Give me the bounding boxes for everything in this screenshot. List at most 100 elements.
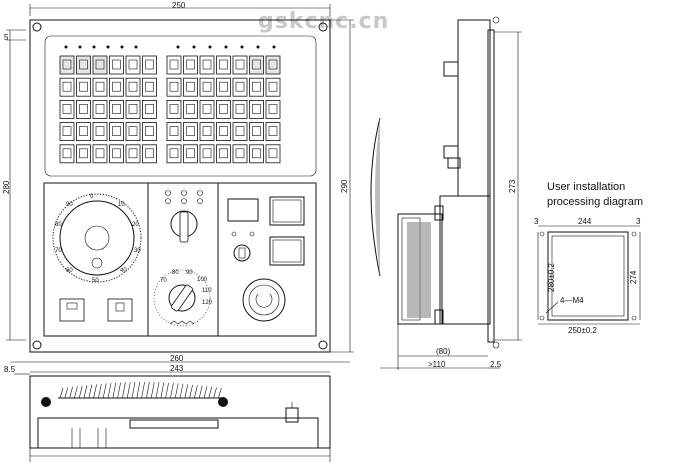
indicator-led-4 <box>165 198 171 204</box>
mount-hole-br <box>318 340 328 350</box>
key-r2-c6 <box>166 100 182 119</box>
dim-left-top: 5 <box>4 33 9 42</box>
key-r2-c9 <box>216 100 231 119</box>
handwheel-button-right <box>107 298 133 322</box>
key-icon-r1-c6 <box>169 81 179 92</box>
key-icon-r4-c5 <box>145 148 154 159</box>
key-r1-c6 <box>166 77 182 97</box>
emergency-stop <box>242 278 286 322</box>
heat-sink-fin <box>78 385 83 399</box>
key-r4-c10 <box>232 144 248 164</box>
handwheel-button-left <box>59 298 85 322</box>
key-icon-r2-c2 <box>95 104 105 114</box>
key-r4-c1 <box>76 144 91 164</box>
handwheel-tick-0: 0 <box>90 194 94 200</box>
key-icon-r4-c10 <box>235 148 245 159</box>
key-icon-r2-c0 <box>62 104 72 114</box>
key-icon-r1-c12 <box>268 81 278 92</box>
key-icon-r4-c0 <box>62 148 72 159</box>
key-icon-r2-c5 <box>145 104 154 114</box>
key-r1-c0 <box>59 77 75 97</box>
feed-override-handle <box>171 284 193 312</box>
key-r1-c3 <box>109 77 124 97</box>
key-icon-r4-c11 <box>252 148 261 159</box>
key-icon-r0-c6 <box>169 59 179 70</box>
key-icon-r4-c1 <box>79 148 88 159</box>
key-r4-c7 <box>183 144 198 164</box>
led-indicator-row <box>64 45 276 49</box>
key-icon-r4-c4 <box>128 148 138 159</box>
key-r2-c0 <box>59 100 75 119</box>
feed-tick-70: 70 <box>160 278 167 284</box>
mount-hole-tl <box>32 22 42 32</box>
key-r3-c11 <box>249 122 264 141</box>
key-r4-c6 <box>166 144 182 164</box>
mount-hole-bl <box>32 340 42 350</box>
stop-button-cap <box>272 239 302 263</box>
key-r3-c7 <box>183 122 198 141</box>
key-icon-r3-c10 <box>235 126 245 136</box>
heat-sink-fin <box>165 382 169 399</box>
dim-cutout-height: 274 <box>629 270 638 284</box>
display-window <box>227 198 259 222</box>
key-r0-c4 <box>125 55 141 75</box>
side-view-pin-bottom <box>492 341 500 349</box>
cutout-hole-tr <box>631 231 637 237</box>
dim-side-flange: 2.5 <box>490 360 502 369</box>
side-view-lower-body <box>439 195 491 325</box>
key-r2-c7 <box>183 100 198 119</box>
handwheel-tick-30: 30 <box>134 248 141 254</box>
handwheel-tick-90: 90 <box>66 202 73 208</box>
key-r3-c5 <box>142 122 157 141</box>
heat-sink-fin <box>136 381 141 399</box>
key-icon-r4-c9 <box>219 148 228 159</box>
mount-hole-tr <box>318 22 328 32</box>
key-icon-r3-c0 <box>62 126 72 136</box>
feed-wave-icon <box>169 320 195 325</box>
key-icon-r4-c2 <box>95 148 105 159</box>
key-icon-r0-c8 <box>202 59 212 70</box>
key-r2-c3 <box>109 100 124 119</box>
heat-sink-fin <box>150 382 155 399</box>
side-view-bracket-mid <box>443 145 459 159</box>
key-r4-c2 <box>92 144 108 164</box>
key-icon-r4-c3 <box>112 148 121 159</box>
key-icon-r2-c1 <box>79 104 88 114</box>
key-r3-c12 <box>265 122 281 141</box>
heat-sink-fin <box>88 384 93 399</box>
key-icon-r2-c9 <box>219 104 228 114</box>
key-r0-c0 <box>59 55 75 75</box>
key-slot <box>238 247 246 259</box>
key-r3-c2 <box>92 122 108 141</box>
handwheel-tick-20: 20 <box>132 222 139 228</box>
key-r3-c0 <box>59 122 75 141</box>
cutout-diagram: User installation processing diagram 3 2… <box>534 181 643 335</box>
key-r0-c1 <box>76 55 91 75</box>
cutout-hole-br <box>631 315 637 321</box>
heat-sink-fin <box>102 383 107 399</box>
key-icon-r3-c12 <box>268 126 278 136</box>
key-icon-r4-c6 <box>169 148 179 159</box>
key-icon-r2-c7 <box>186 104 195 114</box>
cutout-hole-bl <box>539 315 545 321</box>
key-icon-r0-c2 <box>95 59 105 70</box>
heat-sink-fin <box>174 383 179 399</box>
indicator-led-6 <box>197 198 203 204</box>
dim-left-height: 280 <box>2 180 11 194</box>
key-icon-r1-c7 <box>186 81 195 92</box>
start-button-cap <box>272 199 302 223</box>
key-r2-c2 <box>92 100 108 119</box>
key-icon-r3-c9 <box>219 126 228 136</box>
key-icon-r0-c11 <box>252 59 261 70</box>
top-view-back-box <box>37 417 319 449</box>
side-view-box-inner <box>401 217 421 321</box>
side-view-pin-top <box>492 16 500 24</box>
key-r4-c11 <box>249 144 264 164</box>
handwheel-button-right-icon <box>115 302 125 312</box>
heat-sink-fin <box>155 382 160 399</box>
key-icon-r1-c8 <box>202 81 212 92</box>
side-view-bracket-top <box>443 61 459 77</box>
key-icon-r1-c5 <box>145 81 154 92</box>
key-icon-r3-c2 <box>95 126 105 136</box>
key-r0-c12 <box>265 55 281 75</box>
